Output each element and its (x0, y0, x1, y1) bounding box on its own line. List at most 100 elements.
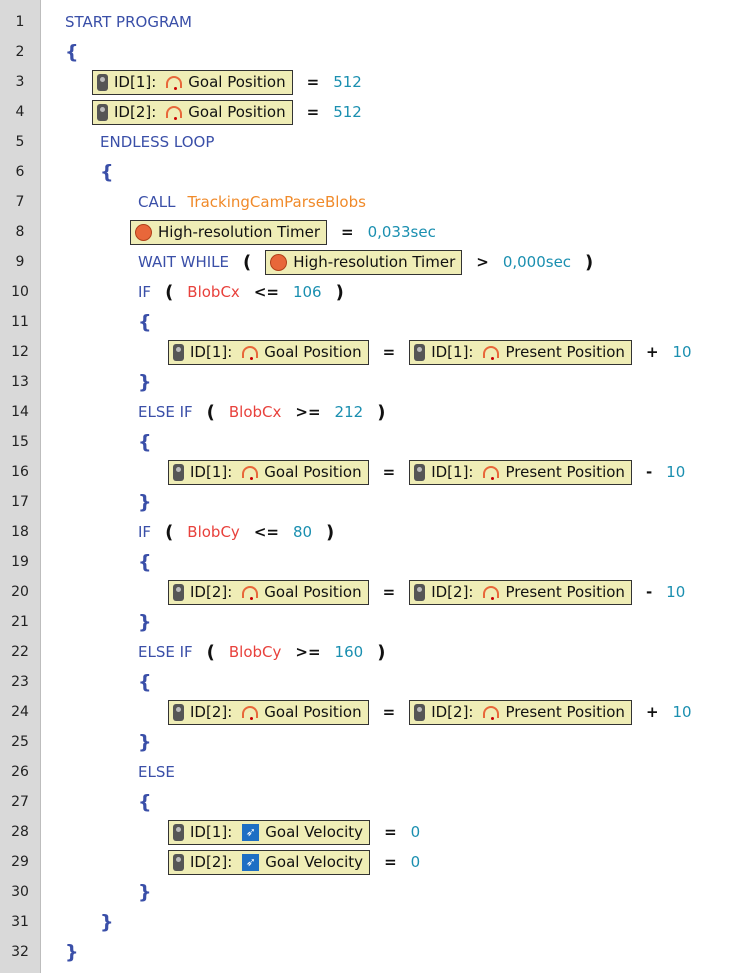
operator: <= (253, 283, 279, 301)
servo-icon (173, 343, 184, 361)
parenthesis: ( (206, 641, 215, 663)
code-line[interactable]: 19{ (0, 547, 739, 577)
parenthesis: ) (326, 521, 335, 543)
keyword: ENDLESS LOOP (100, 133, 215, 151)
line-number: 12 (11, 344, 29, 360)
line-number: 19 (11, 554, 29, 570)
line-number: 13 (11, 374, 29, 390)
property-block[interactable]: ID[2]:Goal Position (168, 579, 369, 605)
property-block[interactable]: High-resolution Timer (265, 249, 463, 275)
code-line[interactable]: 8 High-resolution Timer=0,033sec (0, 217, 739, 247)
property-block[interactable]: ID[2]:Goal Position (168, 699, 369, 725)
gauge-icon (166, 106, 183, 120)
keyword: WAIT WHILE (138, 253, 229, 271)
brace: } (138, 881, 152, 903)
code-line[interactable]: 32} (0, 937, 739, 967)
variable: BlobCy (187, 523, 240, 541)
code-line[interactable]: 6{ (0, 157, 739, 187)
line-number: 31 (11, 914, 29, 930)
function-call: TrackingCamParseBlobs (187, 193, 366, 211)
property-block[interactable]: ID[1]: Goal Position (168, 459, 369, 485)
operator: = (382, 703, 396, 721)
operator: = (384, 823, 397, 841)
property-block[interactable]: ID[2]:Present Position (409, 579, 632, 605)
code-line[interactable]: 11{ (0, 307, 739, 337)
line-number: 20 (11, 584, 29, 600)
line-content: { (65, 41, 79, 63)
property-block[interactable]: ID[1]:Goal Position (168, 339, 369, 365)
property-name: Goal Position (264, 703, 362, 721)
code-line[interactable]: 21} (0, 607, 739, 637)
device-id: ID[1]: (431, 463, 474, 481)
operator: - (645, 463, 653, 481)
line-content: } (100, 911, 114, 933)
property-name: Present Position (505, 343, 625, 361)
line-number: 4 (15, 104, 25, 120)
line-number: 14 (11, 404, 29, 420)
device-id: ID[2]: (431, 703, 474, 721)
brace: } (100, 911, 114, 933)
property-block[interactable]: ID[1]:Goal Position (92, 69, 293, 95)
line-content: } (138, 611, 152, 633)
property-block[interactable]: ID[2]:➶Goal Velocity (168, 849, 371, 875)
keyword: ELSE IF (138, 403, 193, 421)
number-literal: 160 (334, 643, 364, 661)
line-content: { (138, 431, 152, 453)
property-block[interactable]: ID[2]:Present Position (409, 699, 632, 725)
code-line[interactable]: 12 ID[1]:Goal Position=ID[1]:Present Posi… (0, 337, 739, 367)
servo-icon (173, 583, 184, 601)
servo-icon (173, 703, 184, 721)
code-line[interactable]: 23{ (0, 667, 739, 697)
line-content: } (138, 731, 152, 753)
gauge-icon (242, 346, 259, 360)
code-line[interactable]: 27{ (0, 787, 739, 817)
code-line[interactable]: 15{ (0, 427, 739, 457)
property-name: Goal Position (264, 463, 362, 481)
line-content: High-resolution Timer=0,033sec (130, 219, 436, 245)
code-line[interactable]: 17} (0, 487, 739, 517)
property-block[interactable]: ID[1]:Present Position (409, 459, 632, 485)
property-block[interactable]: ID[1]: Present Position (409, 339, 632, 365)
line-content: ID[1]:Goal Position=ID[1]:Present Positi… (168, 459, 685, 485)
line-number: 18 (11, 524, 29, 540)
property-block[interactable]: High-resolution Timer (130, 219, 327, 245)
operator: >= (295, 643, 321, 661)
property-name: Goal Position (188, 103, 286, 121)
line-content: { (138, 791, 152, 813)
line-number: 3 (15, 74, 25, 90)
device-id: ID[1]: (431, 343, 474, 361)
line-number: 8 (15, 224, 25, 240)
servo-icon (414, 463, 426, 481)
device-id: ID[1]: (190, 463, 233, 481)
code-line[interactable]: 30} (0, 877, 739, 907)
property-block[interactable]: ID[1]:➶Goal Velocity (168, 819, 371, 845)
gauge-icon (483, 466, 500, 480)
line-number: 7 (15, 194, 25, 210)
line-content: ELSE (138, 763, 175, 781)
property-block[interactable]: ID[2]:Goal Position (92, 99, 293, 125)
device-id: ID[1]: (190, 343, 233, 361)
code-line[interactable]: 13} (0, 367, 739, 397)
line-content: ID[1]:Goal Position=ID[1]:Present Positi… (168, 339, 692, 365)
code-line[interactable]: 2{ (0, 37, 739, 67)
code-line[interactable]: 31} (0, 907, 739, 937)
parenthesis: ) (377, 641, 386, 663)
code-line[interactable]: 25} (0, 727, 739, 757)
gauge-icon (483, 706, 500, 720)
